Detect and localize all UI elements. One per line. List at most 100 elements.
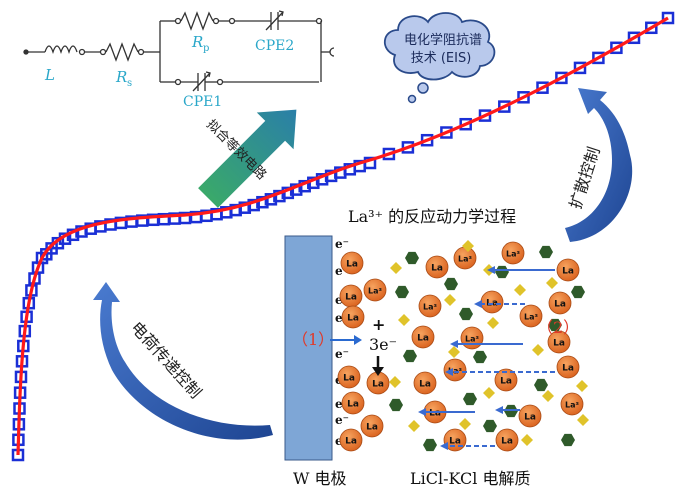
la-ion-label: La³: [565, 401, 579, 410]
la-ion-label: La: [562, 267, 574, 277]
la-ion: [443, 358, 467, 382]
electron-mark: e⁻: [335, 413, 349, 427]
green-hexagon: [548, 318, 562, 332]
resistor-p-subscript: p: [203, 43, 209, 54]
green-hexagon: [495, 265, 509, 279]
yellow-diamond: [576, 380, 588, 392]
green-hexagon: [571, 285, 585, 299]
la-ion: [360, 414, 384, 438]
yellow-diamond: [483, 387, 495, 399]
green-hexagon: [423, 438, 437, 452]
la-ion: [341, 391, 365, 415]
process-title: La³⁺ 的反应动力学过程: [348, 207, 516, 226]
data-marker: [627, 31, 641, 45]
green-hexagon: [403, 349, 417, 363]
yellow-diamond: [577, 414, 589, 426]
la-ion: [363, 278, 387, 302]
resistor-s-label: R: [115, 68, 127, 86]
la-ion-label: La: [343, 374, 355, 384]
la-ion: [501, 241, 525, 265]
la-ion: [548, 291, 572, 315]
equivalent-circuit: [23, 10, 335, 92]
la-ions: LaLaLa³LaLaLaLaLaLaLaLa³La³LaLa³LaLa³LaL…: [337, 241, 584, 452]
la-ion: [425, 255, 449, 279]
la-ion-label: La: [449, 437, 461, 447]
yellow-diamond: [389, 376, 401, 388]
la-ion: [547, 330, 571, 354]
electrolyte-particles: [389, 240, 589, 452]
electrode-label: W 电极: [293, 469, 347, 488]
inductor-label: L: [44, 66, 55, 84]
measured-data-markers: [11, 11, 675, 462]
cloud-text-line1: 电化学阻抗谱: [404, 32, 482, 48]
yellow-diamond: [444, 294, 456, 306]
yellow-diamond: [521, 434, 533, 446]
fit-circuit-arrow: [198, 109, 297, 208]
la-ion: [418, 294, 442, 318]
la-ion: [340, 251, 364, 275]
data-marker: [610, 41, 623, 55]
yellow-diamond: [390, 262, 402, 274]
cloud-text-line2: 技术 (EIS): [411, 51, 472, 66]
terminal-right: [329, 47, 335, 57]
diffusion-label: 扩散控制: [566, 144, 604, 211]
data-marker: [592, 51, 605, 65]
green-hexagon: [534, 378, 548, 392]
yellow-diamond: [398, 314, 410, 326]
data-marker: [440, 126, 453, 139]
data-marker: [459, 117, 472, 131]
la-ion-label: La: [347, 400, 359, 410]
terminal-left: [23, 49, 29, 55]
green-hexagon: [483, 419, 497, 433]
la-ion: [560, 392, 584, 416]
green-hexagon: [539, 245, 553, 259]
yellow-diamond: [459, 418, 471, 430]
la-ion-label: La: [366, 423, 378, 433]
cpe2-label: CPE2: [255, 38, 294, 54]
la-ion-label: La: [554, 300, 566, 310]
la-ion-label: La: [347, 314, 359, 324]
la-ion: [495, 428, 519, 452]
green-hexagon: [561, 433, 575, 447]
green-hexagon: [463, 392, 477, 406]
electrons-label: 3e⁻: [369, 335, 397, 354]
green-hexagon: [405, 251, 419, 265]
la-ion: [556, 258, 580, 282]
data-marker: [661, 11, 675, 25]
inductor-symbol: [44, 45, 78, 55]
yellow-diamond: [514, 284, 526, 296]
la-ion: [518, 404, 542, 428]
la-ion-label: La³: [458, 255, 472, 264]
data-marker: [517, 91, 530, 104]
charge-transfer-curved-arrow: [93, 282, 273, 440]
data-marker: [536, 81, 549, 94]
eis-cloud: [383, 12, 496, 104]
la-ion-label: La: [500, 377, 512, 387]
step2-label: （2）: [537, 318, 579, 337]
la-ion-label: La: [345, 437, 357, 447]
la-ion-label: La: [346, 260, 358, 270]
la-ion-label: La: [417, 334, 429, 344]
diffusion-flow-arrows: [418, 266, 555, 450]
yellow-diamond: [542, 390, 554, 402]
fitted-curve: [16, 16, 669, 456]
data-marker: [401, 141, 415, 154]
diffusion-curved-arrow: [565, 88, 633, 242]
data-marker: [573, 61, 587, 75]
yellow-diamond: [546, 277, 558, 289]
green-hexagon: [389, 398, 403, 412]
la-ion: [339, 428, 363, 452]
la-ion: [341, 305, 365, 329]
la-ion-label: La: [553, 339, 565, 349]
la-ion: [494, 368, 518, 392]
yellow-diamond: [448, 346, 460, 358]
green-hexagon: [444, 277, 458, 291]
resistor-p-symbol: [180, 11, 214, 31]
electron-mark: e⁻: [335, 237, 349, 251]
step1-label: （1）: [292, 330, 334, 349]
green-hexagon: [473, 350, 487, 364]
la-ion-label: La³: [368, 287, 382, 296]
la-ion-label: La: [431, 264, 443, 274]
data-marker: [420, 133, 434, 147]
